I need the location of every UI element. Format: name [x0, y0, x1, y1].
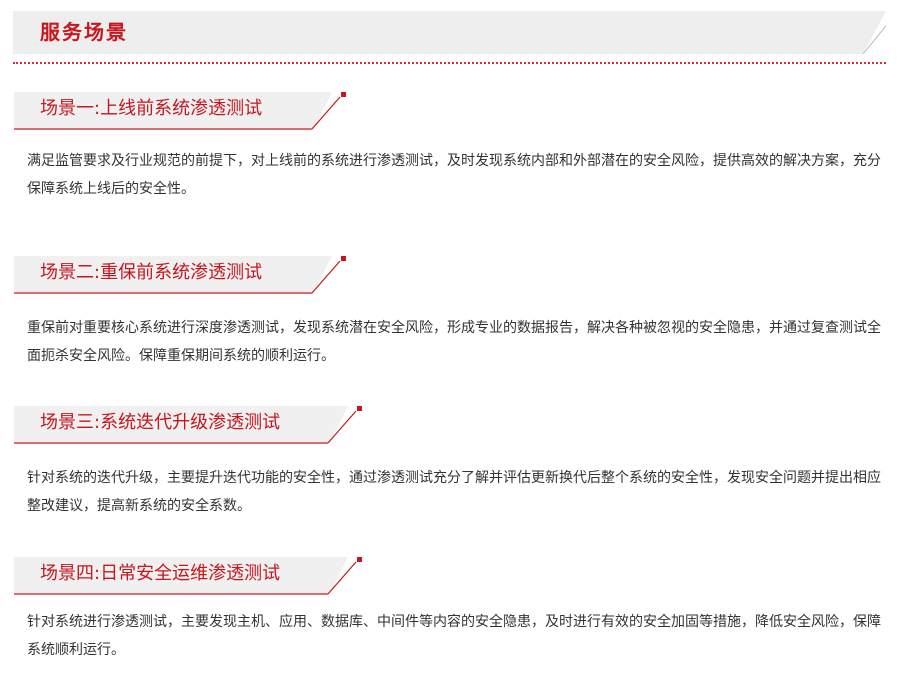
scenario-description-1: 满足监管要求及行业规范的前提下，对上线前的系统进行渗透测试，及时发现系统内部和外… [27, 153, 881, 197]
scenario-title-4: 场景四:日常安全运维渗透测试 [40, 563, 281, 584]
scenario-label-3: 场景三:系统迭代升级渗透测试 [14, 406, 364, 444]
scenario-label-bg [14, 406, 362, 444]
scenario-title-3: 场景三:系统迭代升级渗透测试 [40, 412, 281, 433]
scenario-description-2: 重保前对重要核心系统进行深度渗透测试，发现系统潜在安全风险，形成专业的数据报告，… [27, 320, 881, 364]
scenario-label-4: 场景四:日常安全运维渗透测试 [14, 557, 364, 595]
scenario-title-1: 场景一:上线前系统渗透测试 [40, 98, 263, 119]
section-header-bg [13, 11, 886, 54]
scenario-label-1: 场景一:上线前系统渗透测试 [14, 92, 348, 130]
scenario-description-3: 针对系统的迭代升级，主要提升迭代功能的安全性，通过渗透测试充分了解并评估更新换代… [27, 470, 881, 514]
section-header: 服务场景 [13, 11, 886, 54]
section-divider [13, 62, 886, 64]
scenario-label-bg [14, 557, 362, 595]
scenario-title-2: 场景二:重保前系统渗透测试 [40, 262, 263, 283]
scenario-label-bg [14, 92, 346, 130]
scenario-description-4: 针对系统进行渗透测试，主要发现主机、应用、数据库、中间件等内容的安全隐患，及时进… [27, 614, 881, 658]
scenario-label-2: 场景二:重保前系统渗透测试 [14, 256, 348, 294]
section-title: 服务场景 [40, 20, 128, 44]
scenario-label-bg [14, 256, 346, 294]
